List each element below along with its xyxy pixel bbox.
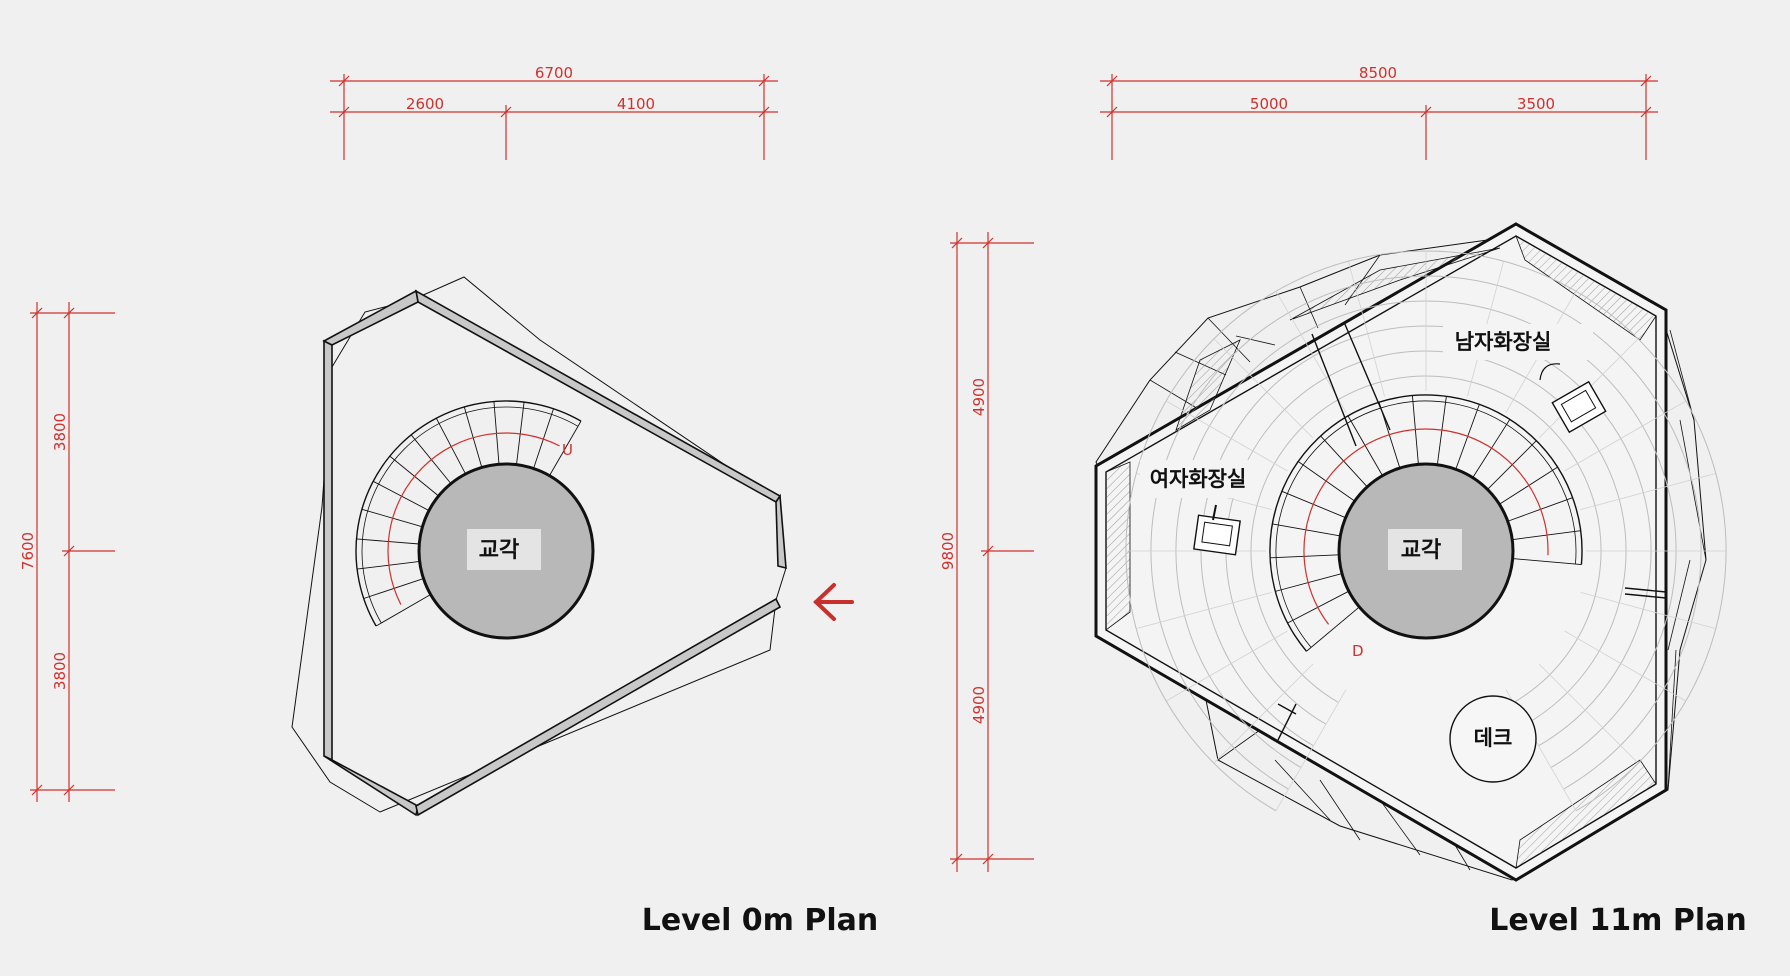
floor-joint — [1136, 592, 1272, 630]
level0-top-dimensions: 6700 2600 4100 — [330, 64, 778, 160]
deck-circle — [1449, 695, 1537, 783]
stair-outer-edge — [355, 400, 582, 627]
level11-plan-title: Level 11m Plan — [1489, 903, 1746, 938]
floor-joint — [1165, 630, 1288, 702]
washbasin-icon — [1539, 363, 1607, 434]
floor-joint — [1564, 400, 1687, 472]
level11-dim-total-width: 8500 — [1359, 64, 1397, 82]
stair-direction-line — [1303, 428, 1549, 625]
stair-outer-edge — [361, 406, 579, 624]
room-label-deck: 데크 — [1474, 726, 1513, 750]
stair-tread — [549, 420, 582, 476]
room-label-women-restroom: 여자화장실 — [1150, 467, 1247, 491]
stair-tread — [375, 594, 431, 627]
level0-plan: 교각 U Level 0m Plan — [291, 276, 879, 938]
level0-side-dimensions: 7600 3800 3800 — [19, 302, 115, 802]
floor-joint — [1165, 400, 1288, 472]
arrow-left-icon — [813, 583, 854, 621]
floor-joint — [1213, 663, 1314, 764]
level0-dim-left-width: 2600 — [406, 95, 444, 113]
floor-joint — [1347, 261, 1385, 397]
floor-joint — [1213, 338, 1314, 439]
level11-dim-lower-height: 4900 — [970, 686, 988, 724]
level11-stair — [1269, 394, 1583, 652]
level0-dim-total-height: 7600 — [19, 532, 37, 570]
level0-dim-lower-height: 3800 — [51, 652, 69, 690]
level11-stair-down-label: D — [1352, 642, 1364, 660]
level11-plan: 교각 D 여자화장실 남자화장실 데크 Level 11m Plan — [1094, 222, 1747, 938]
level0-stair-up-label: U — [562, 441, 573, 459]
level11-dim-right-width: 3500 — [1517, 95, 1555, 113]
level0-core-label: 교각 — [479, 538, 519, 563]
stair-tread — [1306, 606, 1360, 652]
floor-joint — [1564, 630, 1687, 702]
level0-dim-upper-height: 3800 — [51, 413, 69, 451]
stair-direction-line — [387, 432, 560, 605]
washbasin-icon — [1193, 504, 1241, 556]
level0-dim-total-width: 6700 — [535, 64, 573, 82]
level11-dim-left-width: 5000 — [1250, 95, 1288, 113]
level11-dim-upper-height: 4900 — [970, 378, 988, 416]
level11-core-label: 교각 — [1401, 538, 1441, 563]
level11-side-dimensions: 9800 4900 4900 — [939, 232, 1034, 872]
level0-plan-title: Level 0m Plan — [642, 903, 879, 938]
level0-stair — [355, 400, 582, 627]
floor-joint — [1580, 592, 1716, 630]
floor-joint — [1275, 689, 1347, 812]
room-label-men-restroom: 남자화장실 — [1455, 330, 1552, 354]
level11-dim-total-height: 9800 — [939, 532, 957, 570]
floor-joint — [1580, 472, 1716, 510]
stair-tread — [1512, 558, 1582, 566]
level11-top-dimensions: 8500 5000 3500 — [1100, 64, 1658, 160]
floor-joint — [1538, 663, 1639, 764]
level0-dim-right-width: 4100 — [617, 95, 655, 113]
level11-floor-rings — [1125, 250, 1727, 812]
